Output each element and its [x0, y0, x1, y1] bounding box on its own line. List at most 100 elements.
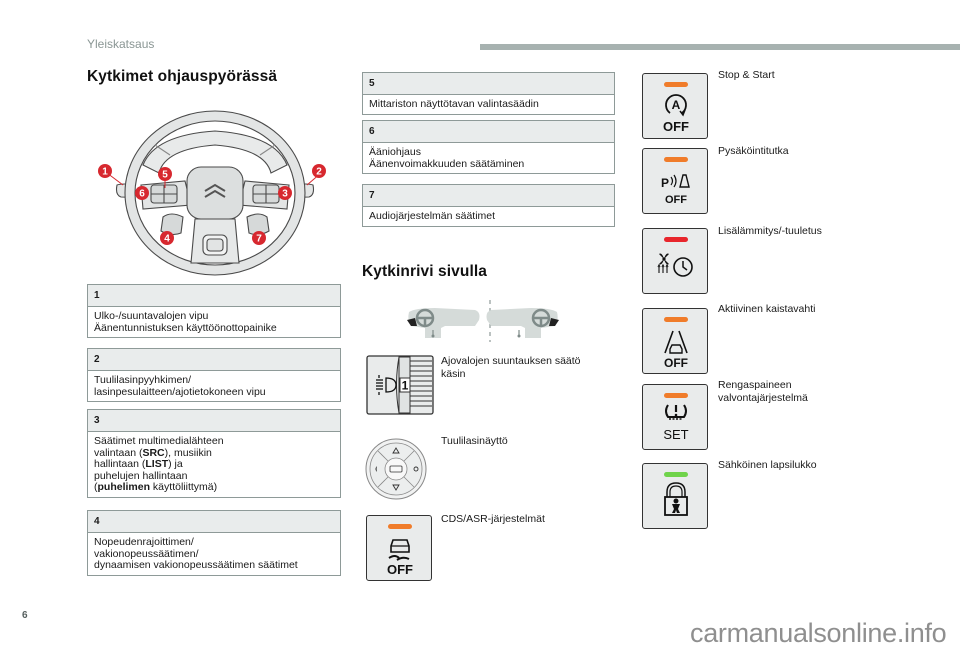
item-number: 1: [88, 285, 340, 307]
status-led: [664, 237, 688, 242]
head-up-display-control-icon: [365, 438, 427, 500]
status-led: [664, 393, 688, 398]
text-fragment: käyttöliittymä): [150, 481, 218, 493]
label-line: Lisälämmitys/-tuuletus: [718, 225, 822, 237]
item-number: 7: [363, 185, 614, 207]
emphasis-text: SRC: [142, 446, 165, 459]
label-line: Ajovalojen suuntauksen säätö: [441, 355, 581, 367]
parking-sensors-button[interactable]: P OFF: [642, 148, 708, 214]
text-fragment: hallintaan (: [94, 458, 146, 470]
svg-text:1: 1: [402, 379, 409, 393]
auxiliary-heating-label: Lisälämmitys/-tuuletus: [718, 225, 822, 238]
emphasis-text: puhelimen: [97, 481, 151, 493]
svg-text:5: 5: [162, 170, 168, 181]
lane-keeping-label: Aktiivinen kaistavahti: [718, 303, 815, 316]
item-text: Äänenvoimakkuuden säätäminen: [369, 157, 525, 170]
item-number: 3: [88, 410, 340, 432]
text-fragment: ) ja: [168, 458, 183, 470]
lane-keeping-off-icon: OFF: [664, 330, 688, 370]
item-box-2: 2 Tuulilasinpyyhkimen/ lasinpesulaitteen…: [87, 348, 341, 402]
item-number: 5: [363, 73, 614, 95]
label-line: Sähköinen lapsilukko: [718, 459, 817, 471]
svg-text:1: 1: [102, 167, 108, 178]
watermark: carmanualsonline.info: [690, 618, 947, 648]
side-switches-title: Kytkinrivi sivulla: [362, 263, 487, 280]
item-box-6: 6 Ääniohjaus Äänenvoimakkuuden säätämine…: [362, 120, 615, 174]
emphasis-text: LIST: [145, 458, 169, 470]
page-number: 6: [22, 610, 28, 621]
headlamp-adjust-label: Ajovalojen suuntauksen säätö käsin: [441, 355, 581, 380]
tyre-pressure-label: Rengaspaineen valvontajärjestelmä: [718, 379, 808, 404]
brand-logo-icon: [204, 183, 226, 198]
rhd-dashboard-icon: [486, 308, 559, 338]
auxiliary-heating-button[interactable]: [642, 228, 708, 294]
svg-text:2: 2: [316, 167, 322, 178]
callout-1: 1: [98, 164, 124, 186]
item-box-5: 5 Mittariston näyttötavan valintasäädin: [362, 72, 615, 115]
lane-keeping-button[interactable]: OFF: [642, 308, 708, 374]
status-led: [664, 317, 688, 322]
item-text: vakionopeussäätimen/: [94, 547, 199, 560]
callout-2: 2: [306, 164, 326, 186]
label-line: Tuulilasinäyttö: [441, 435, 508, 447]
callout-7: 7: [252, 231, 266, 245]
item-text: Mittariston näyttötavan valintasäädin: [369, 98, 539, 110]
dashboard-layout-illustration: [407, 300, 559, 342]
text-fragment: Säätimet multimedialähteen: [94, 435, 224, 447]
text-fragment: puhelujen hallintaan: [94, 469, 188, 482]
label-line: Rengaspaineen: [718, 379, 792, 391]
dsc-asr-button[interactable]: OFF: [366, 515, 432, 581]
item-text: Tuulilasinpyyhkimen/: [94, 374, 192, 386]
item-text: Säätimet multimedialähteen: [94, 435, 334, 448]
svg-text:4: 4: [164, 234, 170, 245]
svg-text:A: A: [672, 98, 681, 112]
tyre-pressure-set-icon: SET: [663, 404, 689, 442]
item-text: Äänentunnistuksen käyttöönottopainike: [94, 321, 277, 334]
stop-start-button[interactable]: A OFF: [642, 73, 708, 139]
item-box-1: 1 Ulko-/suuntavalojen vipu Äänentunnistu…: [87, 284, 341, 338]
lhd-dashboard-icon: [407, 308, 480, 338]
callout-5: 5: [158, 167, 172, 188]
svg-text:OFF: OFF: [665, 194, 687, 206]
dsc-asr-label: CDS/ASR-järjestelmät: [441, 513, 545, 526]
child-lock-button[interactable]: [642, 463, 708, 529]
item-text: Ulko-/suuntavalojen vipu: [94, 310, 209, 322]
callout-4: 4: [160, 231, 174, 245]
item-text: puhelujen hallintaan: [94, 469, 334, 483]
item-box-4: 4 Nopeudenrajoittimen/ vakionopeussäätim…: [87, 510, 341, 576]
steering-wheel-title: Kytkimet ohjauspyörässä: [87, 68, 278, 85]
parking-sensors-off-icon: P OFF: [661, 174, 690, 206]
svg-text:7: 7: [256, 234, 262, 245]
label-line: Aktiivinen kaistavahti: [718, 303, 816, 315]
item-box-7: 7 Audiojärjestelmän säätimet: [362, 184, 615, 227]
item-number: 6: [363, 121, 614, 143]
text-fragment: valintaan (: [94, 446, 143, 459]
item-text: Audiojärjestelmän säätimet: [369, 210, 496, 222]
svg-text:OFF: OFF: [387, 562, 413, 577]
svg-text:SET: SET: [663, 427, 688, 442]
label-line: valvontajärjestelmä: [718, 391, 808, 404]
text-fragment: ), musiikin: [164, 446, 212, 459]
header-bar: [480, 44, 960, 50]
svg-text:P: P: [661, 176, 669, 190]
item-text: Nopeudenrajoittimen/: [94, 536, 194, 548]
status-led: [388, 524, 412, 529]
dsc-asr-off-icon: OFF: [387, 539, 413, 577]
item-text: Ääniohjaus: [369, 146, 421, 158]
item-number: 2: [88, 349, 340, 371]
item-number: 4: [88, 511, 340, 533]
svg-text:OFF: OFF: [664, 356, 688, 370]
label-line: Stop & Start: [718, 69, 775, 81]
label-line: käsin: [441, 367, 466, 380]
stop-start-off-icon: A OFF: [663, 94, 689, 134]
callout-3: 3: [278, 186, 292, 200]
svg-text:OFF: OFF: [663, 119, 689, 134]
headlamp-adjust-wheel-icon: 1: [366, 355, 434, 415]
child-lock-label: Sähköinen lapsilukko: [718, 459, 817, 472]
steering-wheel-illustration: 1 2 3 4 5 6 7: [98, 110, 326, 276]
status-led: [664, 472, 688, 477]
parking-sensors-label: Pysäköintitutka: [718, 145, 789, 158]
label-line: CDS/ASR-järjestelmät: [441, 513, 545, 525]
tyre-pressure-button[interactable]: SET: [642, 384, 708, 450]
item-text: valintaan (SRC), musiikin: [94, 446, 334, 460]
